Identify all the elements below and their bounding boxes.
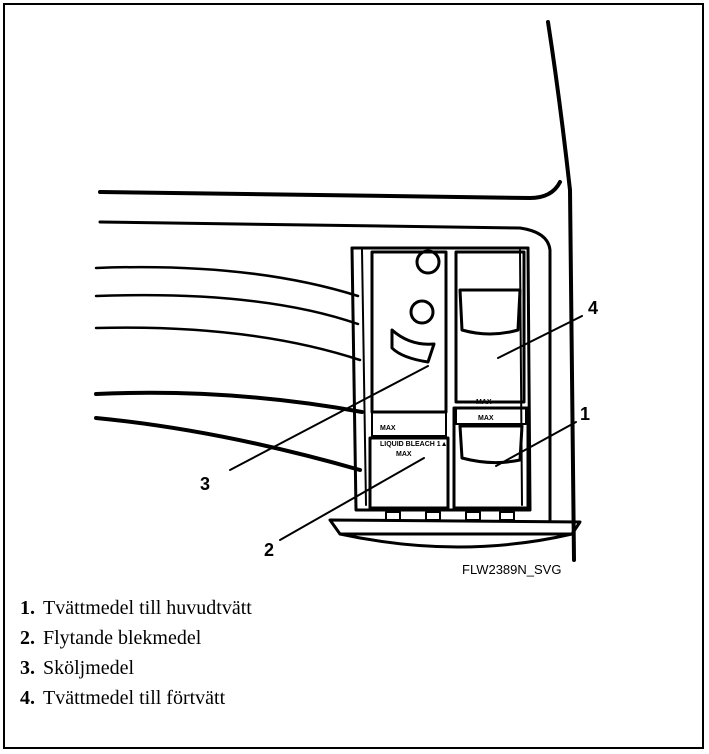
- max-label-softener: MAX: [380, 425, 396, 432]
- legend-list: 1. Tvättmedel till huvudtvätt 2. Flytande …: [20, 593, 252, 713]
- legend-number: 4.: [20, 687, 35, 709]
- legend-number: 3.: [20, 657, 35, 679]
- leader-line-4: [497, 315, 583, 359]
- main-max-band: [455, 407, 527, 425]
- max-label-bleach: MAX: [396, 451, 412, 458]
- washer-side-edge: [546, 20, 576, 562]
- figure-id: FLW2389N_SVG: [462, 562, 561, 577]
- liquid-bleach-label: LIQUID BLEACH 1▲: [380, 441, 448, 448]
- softener-compartment: [370, 250, 448, 414]
- legend-text: Sköljmedel: [43, 657, 135, 679]
- legend-number: 1.: [20, 597, 35, 619]
- door-curve-1: [94, 265, 360, 298]
- bleach-max-band: [371, 411, 447, 437]
- callout-1: 1: [580, 404, 590, 424]
- drawer-frame: [350, 246, 532, 512]
- callout-2: 2: [264, 540, 274, 560]
- door-curve-3: [94, 326, 362, 362]
- bleach-compartment: [368, 436, 450, 510]
- leader-line-3: [229, 365, 429, 471]
- handle-slot-3: [465, 511, 481, 521]
- door-curve-5: [94, 416, 362, 472]
- max-label-main: MAX: [478, 415, 494, 422]
- legend-item: 2. Flytande blekmedel: [20, 623, 252, 653]
- drawer-frame-inner: [361, 249, 523, 506]
- legend-item: 1. Tvättmedel till huvudtvätt: [20, 593, 252, 623]
- siphon-cap-upper: [415, 249, 441, 275]
- legend-text: Tvättmedel till förtvätt: [43, 687, 226, 709]
- legend-item: 3. Sköljmedel: [20, 653, 252, 683]
- main-wash-scoop: [458, 424, 524, 465]
- door-curve-2: [94, 293, 360, 326]
- drawer-handle-lower: [338, 532, 574, 549]
- legend-number: 2.: [20, 627, 35, 649]
- handle-slot-1: [385, 511, 401, 521]
- washer-body-line: [98, 220, 552, 522]
- legend-text: Flytande blekmedel: [43, 627, 202, 649]
- handle-slot-2: [425, 511, 441, 521]
- legend-text: Tvättmedel till huvudtvätt: [43, 597, 252, 619]
- prewash-compartment: [454, 250, 526, 404]
- siphon-cap-lower: [409, 299, 435, 325]
- max-label-prewash: MAX: [476, 399, 492, 406]
- softener-funnel: [390, 328, 436, 364]
- legend-item: 4. Tvättmedel till förtvätt: [20, 683, 252, 713]
- prewash-scoop: [458, 288, 522, 336]
- door-curve-4: [94, 390, 364, 414]
- drawer-handle: [328, 518, 582, 536]
- callout-3: 3: [200, 474, 210, 494]
- leader-line-1: [495, 421, 577, 467]
- callout-4: 4: [588, 298, 598, 318]
- leader-line-2: [279, 457, 425, 541]
- handle-slot-4: [499, 511, 515, 521]
- washer-top-panel: [98, 180, 562, 200]
